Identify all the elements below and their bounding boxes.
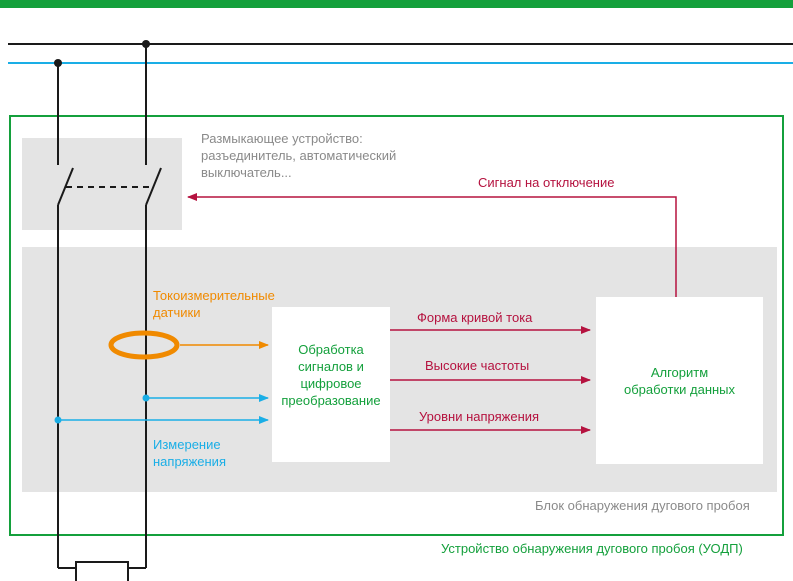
processing-label: Обработка сигналов и цифровое преобразов… xyxy=(281,342,381,408)
breaker-panel xyxy=(22,138,182,230)
right-junction-dot xyxy=(142,40,150,48)
trip-signal-arrow xyxy=(187,193,677,297)
device-border xyxy=(9,115,784,536)
waveform-label: Форма кривой тока xyxy=(417,310,533,325)
left-switch-blade xyxy=(57,167,74,206)
algorithm-label: Алгоритм обработки данных xyxy=(623,365,736,397)
high-freq-label: Высокие частоты xyxy=(425,358,530,373)
load-connection xyxy=(58,567,77,581)
right-switch-blade xyxy=(145,167,162,206)
processing-box xyxy=(272,307,390,462)
device-label: Устройство обнаружения дугового пробоя (… xyxy=(441,541,743,556)
top-green-band xyxy=(0,0,793,8)
load-connection-right xyxy=(127,567,146,581)
voltage-measure-label: Измерение напряжения xyxy=(153,437,226,469)
left-junction-dot xyxy=(54,59,62,67)
load-box xyxy=(75,561,129,581)
trip-signal-label: Сигнал на отключение xyxy=(478,175,615,190)
voltage-levels-label: Уровни напряжения xyxy=(419,409,540,424)
algorithm-box xyxy=(596,297,763,464)
breaker-label: Размыкающее устройство: разъединитель, а… xyxy=(201,131,397,180)
current-sensor-toroid xyxy=(108,330,180,360)
detection-block-label: Блок обнаружения дугового пробоя xyxy=(535,498,750,513)
current-sensors-label: Токоизмерительные датчики xyxy=(153,288,275,320)
